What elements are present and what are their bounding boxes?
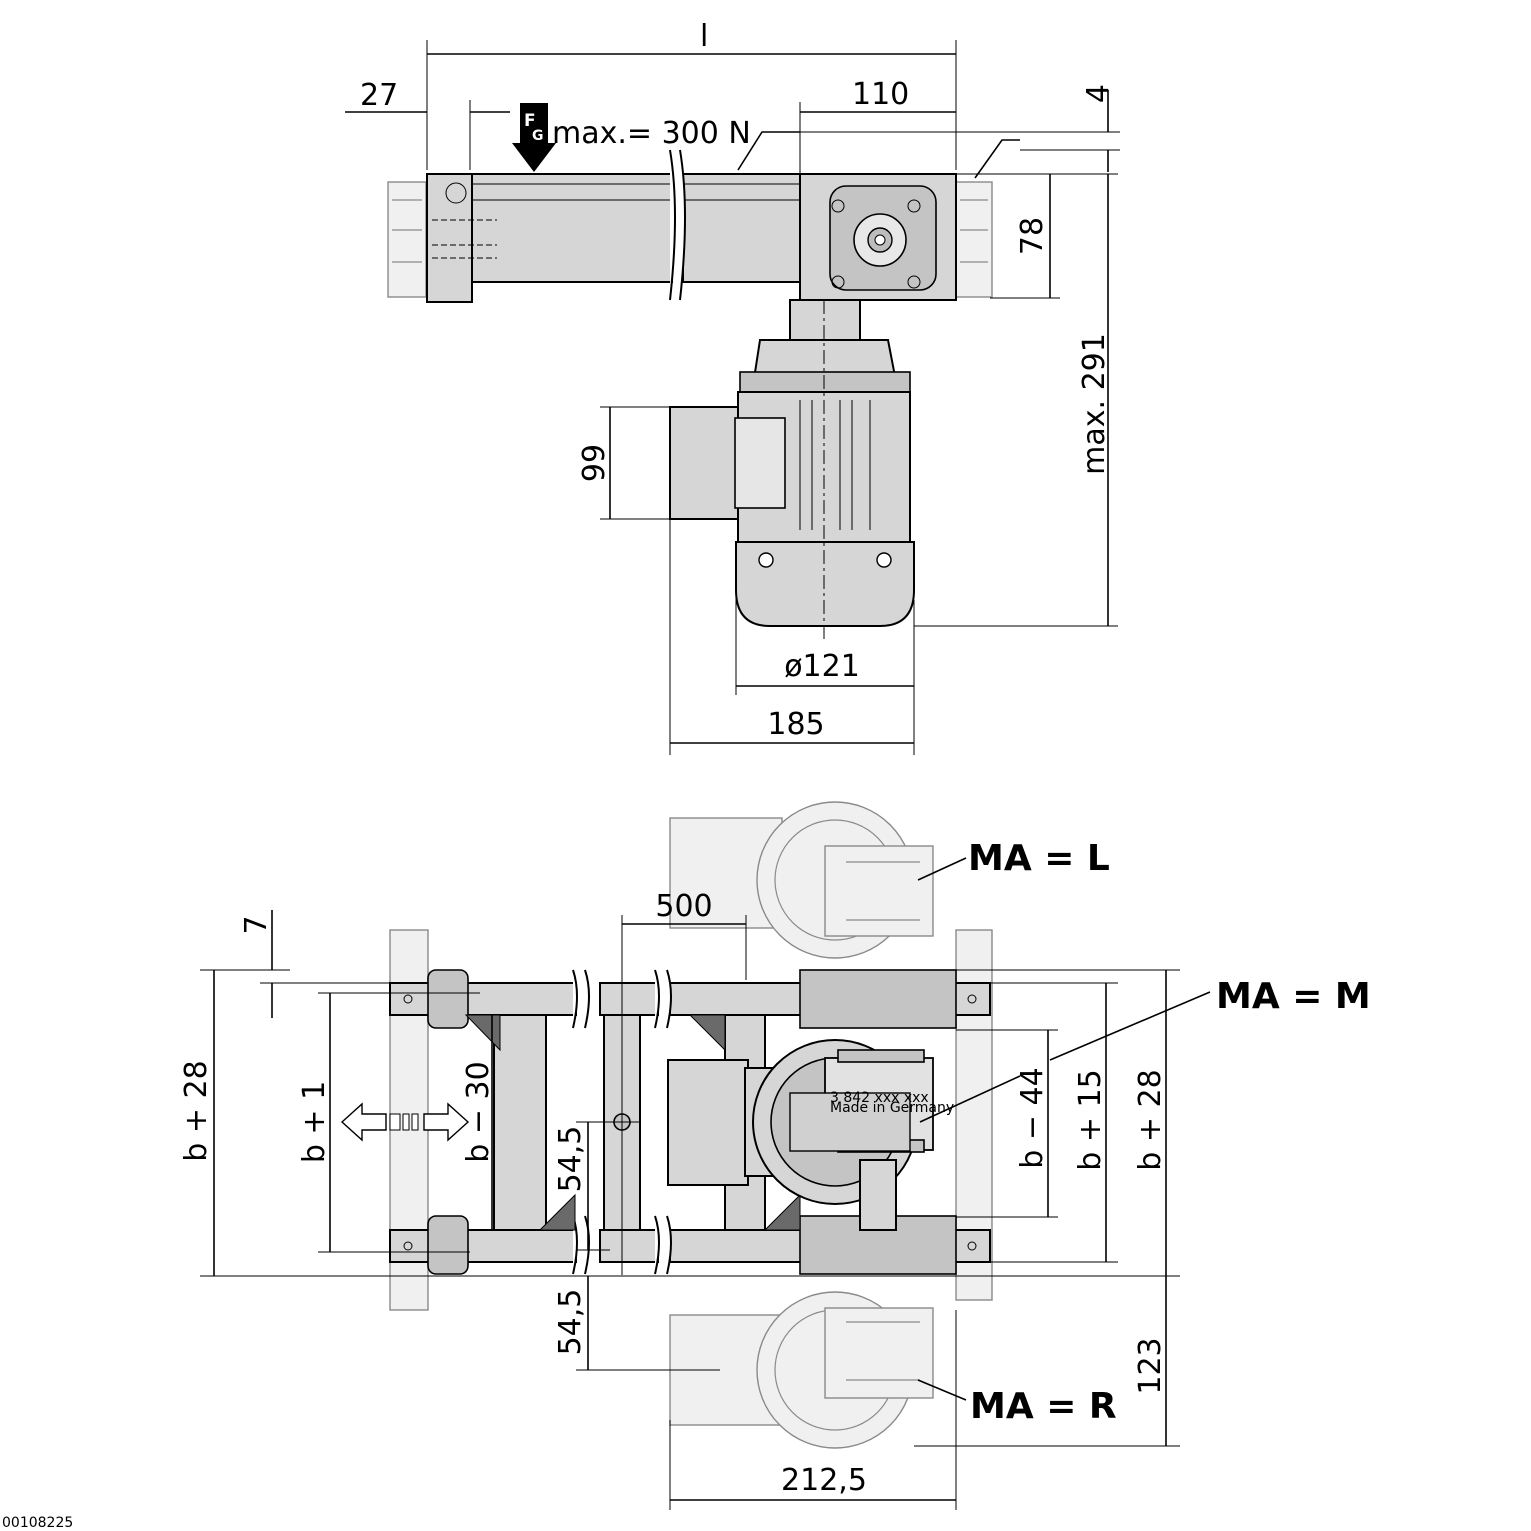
dim-b-plus-1: b + 1	[297, 1081, 332, 1163]
dim-4: 4	[1081, 84, 1116, 103]
dim-27: 27	[360, 78, 398, 113]
drive-motor-ma-m: 3 842 xxx xxx Made in Germany	[667, 1039, 954, 1231]
bottom-view: 3 842 xxx xxx Made in Germany 7 500 b + …	[179, 801, 1371, 1510]
dim-b-minus-30: b − 30	[461, 1061, 496, 1162]
force-label: max.= 300 N	[552, 116, 751, 151]
force-symbol-f: F	[524, 111, 536, 131]
dim-l: l	[700, 19, 708, 54]
nameplate-line-1: 3 842 xxx xxx	[830, 1090, 929, 1106]
gearbox	[789, 173, 957, 341]
dim-max-291: max. 291	[1077, 333, 1112, 475]
left-profile-section	[387, 181, 427, 298]
dim-b-plus-28-left: b + 28	[179, 1060, 214, 1161]
dim-212-5: 212,5	[781, 1463, 867, 1498]
force-arrow-icon: F G	[512, 103, 556, 172]
dim-54-5-upper: 54,5	[553, 1126, 588, 1193]
motor	[669, 300, 915, 640]
dim-b-minus-44: b − 44	[1015, 1067, 1050, 1168]
dim-110: 110	[852, 77, 909, 112]
ghost-motor-ma-l	[669, 801, 934, 959]
dim-500: 500	[655, 889, 712, 924]
dim-78: 78	[1015, 217, 1050, 255]
drawing-code: 00108225	[2, 1515, 73, 1531]
dim-b-plus-15: b + 15	[1073, 1069, 1108, 1170]
right-profile-section	[955, 181, 993, 298]
dim-185: 185	[767, 707, 824, 742]
top-view: F G max.= 300 N l 27 110 4 78 max. 291	[345, 19, 1120, 755]
ghost-motor-ma-r	[669, 1291, 934, 1449]
dim-b-plus-28-right: b + 28	[1133, 1069, 1168, 1170]
transport-direction-arrow-icon	[340, 1102, 470, 1142]
label-ma-m: MA = M	[1216, 976, 1371, 1017]
bottom-conveyor-rail	[389, 1215, 991, 1275]
dim-99: 99	[577, 444, 612, 482]
dim-7: 7	[239, 915, 274, 934]
label-ma-l: MA = L	[968, 838, 1110, 879]
label-ma-r: MA = R	[970, 1386, 1117, 1427]
conveyor-beam	[426, 149, 801, 303]
dim-54-5-lower: 54,5	[553, 1289, 588, 1356]
dim-123: 123	[1133, 1337, 1168, 1394]
nameplate-line-2: Made in Germany	[830, 1100, 954, 1116]
dim-dia-121: ø121	[784, 649, 860, 684]
top-conveyor-rail	[389, 969, 991, 1029]
force-symbol-g: G	[532, 128, 544, 144]
